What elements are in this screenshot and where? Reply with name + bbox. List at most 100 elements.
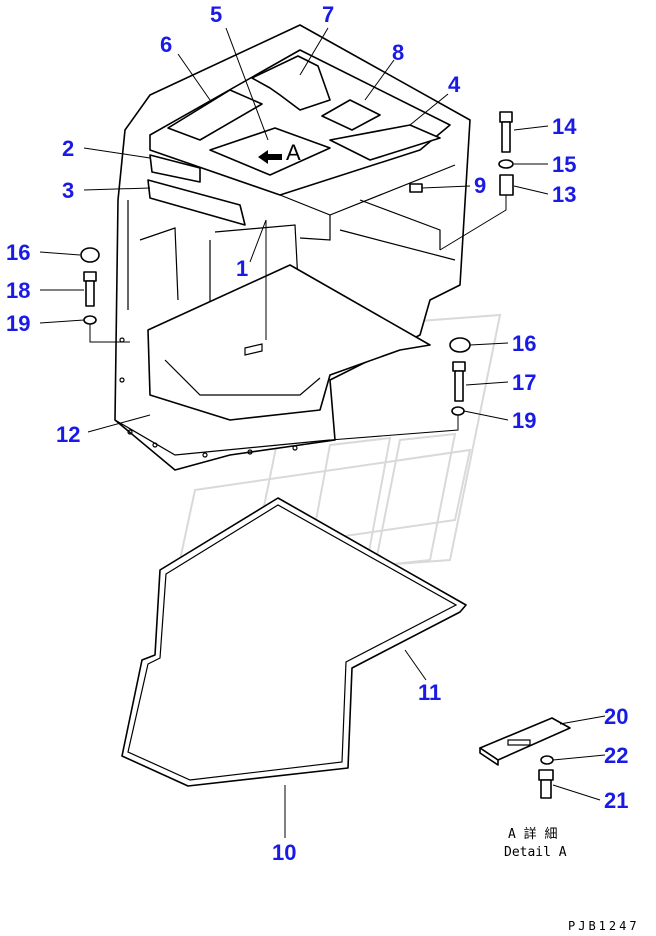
callout-2: 2: [62, 136, 74, 161]
leader-2: [83, 147, 151, 159]
bolt-hole: [292, 445, 298, 451]
callout-19-left: 19: [6, 311, 30, 336]
callout-18: 18: [6, 278, 30, 303]
washer-22: [540, 755, 554, 765]
bolt-17-head: [452, 361, 466, 372]
bolt-hole: [247, 449, 253, 455]
leader-16b: [469, 342, 509, 346]
base-rail: [114, 419, 331, 456]
callout-20: 20: [604, 704, 628, 729]
hardware: [80, 111, 514, 441]
washer-19-right: [451, 406, 465, 416]
callout-1: 1: [236, 256, 248, 281]
detail-caption-jp: A 詳 細: [508, 826, 557, 842]
cross-beam: [329, 164, 456, 216]
bolt-18-shank: [85, 280, 95, 307]
bolt-21-shank: [540, 779, 552, 799]
roof-panel-8: [321, 99, 381, 131]
bolt-hole: [127, 429, 133, 435]
leader-8: [364, 59, 395, 101]
bolt-hole: [202, 452, 208, 458]
leader-9: [421, 185, 471, 189]
callout-16-left: 16: [6, 240, 30, 265]
callout-22: 22: [604, 743, 628, 768]
roof-panel-4: [329, 124, 441, 161]
leader-11: [404, 649, 427, 681]
leader-12: [87, 414, 151, 433]
front-frame-2: [149, 154, 201, 183]
callout-4: 4: [448, 72, 461, 97]
leader-22: [552, 754, 606, 761]
seal-outer: [121, 497, 467, 787]
detail-a: [479, 717, 571, 799]
bolt-21-head: [538, 769, 554, 781]
callout-3: 3: [62, 178, 74, 203]
leader-6: [177, 53, 211, 101]
nut-9: [409, 183, 423, 193]
leader-20: [559, 715, 606, 725]
callout-10: 10: [272, 840, 296, 865]
leader-lines: [39, 27, 606, 838]
callout-7: 7: [322, 2, 334, 27]
callout-6: 6: [160, 32, 172, 57]
leader-13: [513, 185, 549, 195]
bolt-17-shank: [454, 370, 464, 402]
bolt-14-shank: [501, 121, 511, 153]
callout-13: 13: [552, 182, 576, 207]
callout-labels: 1 2 3 4 5 6 7 8 9 10 11 12 13 14 15 16 1…: [6, 2, 628, 865]
callout-11: 11: [418, 680, 441, 705]
cross-beam: [279, 194, 331, 241]
leader-16a: [39, 251, 81, 256]
hidden-line: [439, 195, 507, 251]
front-frame-3: [147, 179, 246, 226]
cap-16-right: [449, 337, 471, 353]
hidden-line: [89, 324, 130, 343]
cab-frame: [114, 24, 471, 471]
callout-8: 8: [392, 40, 404, 65]
callout-5: 5: [210, 2, 222, 27]
callout-14: 14: [552, 114, 577, 139]
washer-19-left: [83, 315, 97, 325]
callout-15: 15: [552, 152, 576, 177]
leader-1: [249, 219, 267, 340]
view-marker-a: A: [286, 140, 301, 165]
leader-19a: [39, 319, 85, 324]
hidden-line: [329, 415, 459, 441]
leader-3: [83, 187, 151, 191]
inspection-plate-5: [209, 127, 331, 176]
plate-slot: [507, 739, 531, 746]
detail-caption-en: Detail A: [504, 845, 567, 860]
leader-5: [225, 27, 269, 141]
callout-12: 12: [56, 422, 80, 447]
callout-19-right: 19: [512, 408, 536, 433]
callout-16-right: 16: [512, 331, 536, 356]
plate-20-edge: [479, 747, 499, 766]
leader-21: [552, 784, 601, 801]
bolt-hole: [119, 377, 125, 383]
leader-17: [465, 381, 509, 386]
floor-frame-12: [147, 264, 431, 421]
leader-4: [409, 93, 449, 126]
callout-9: 9: [474, 173, 486, 198]
seal-inner: [127, 504, 458, 781]
cab-seal: [121, 497, 467, 787]
watermark-stripe: [373, 432, 457, 568]
spacer-13: [499, 174, 514, 196]
roof-panel-7: [251, 55, 331, 111]
washer-15: [498, 159, 514, 169]
callout-17: 17: [512, 370, 536, 395]
bolt-18-head: [83, 271, 97, 282]
floor-slot: [244, 343, 263, 356]
drawing-code: PJB1247: [568, 919, 640, 933]
cross-beam: [359, 199, 441, 250]
cross-beam: [339, 229, 456, 261]
leader-7: [299, 27, 329, 76]
cap-16-left: [80, 247, 100, 263]
watermark-stripe: [178, 448, 472, 562]
leader-19b: [463, 410, 509, 421]
floor-inner-edge: [164, 359, 321, 396]
view-arrow-icon: [258, 150, 282, 164]
left-post: [139, 227, 179, 301]
